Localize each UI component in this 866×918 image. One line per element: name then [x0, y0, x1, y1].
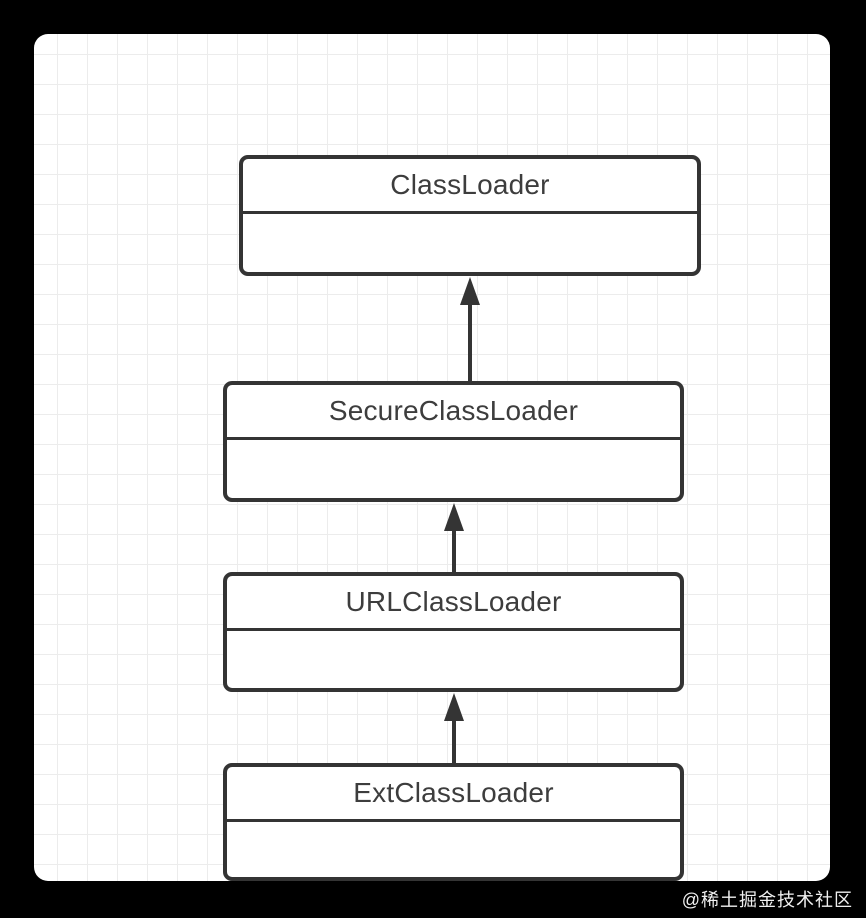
inheritance-arrow-secure-to-classloader — [460, 277, 480, 381]
arrowhead-up-icon — [460, 277, 480, 305]
class-node-members-compartment — [227, 440, 680, 498]
class-node-label: SecureClassLoader — [227, 385, 680, 440]
inheritance-arrow-ext-to-url — [444, 693, 464, 763]
class-node-secureclassloader: SecureClassLoader — [223, 381, 684, 502]
class-node-urlclassloader: URLClassLoader — [223, 572, 684, 692]
arrowhead-up-icon — [444, 693, 464, 721]
class-node-members-compartment — [243, 214, 697, 272]
class-node-label: ClassLoader — [243, 159, 697, 214]
arrowhead-up-icon — [444, 503, 464, 531]
diagram-canvas: ClassLoader SecureClassLoader URLClassLo… — [34, 34, 830, 881]
class-node-label: URLClassLoader — [227, 576, 680, 631]
class-node-label: ExtClassLoader — [227, 767, 680, 822]
arrow-line — [452, 719, 456, 763]
arrow-line — [452, 529, 456, 572]
class-node-extclassloader: ExtClassLoader — [223, 763, 684, 881]
class-node-members-compartment — [227, 631, 680, 688]
class-node-classloader: ClassLoader — [239, 155, 701, 276]
arrow-line — [468, 303, 472, 381]
inheritance-arrow-url-to-secure — [444, 503, 464, 572]
class-node-members-compartment — [227, 822, 680, 877]
watermark: @稀土掘金技术社区 — [681, 890, 853, 910]
